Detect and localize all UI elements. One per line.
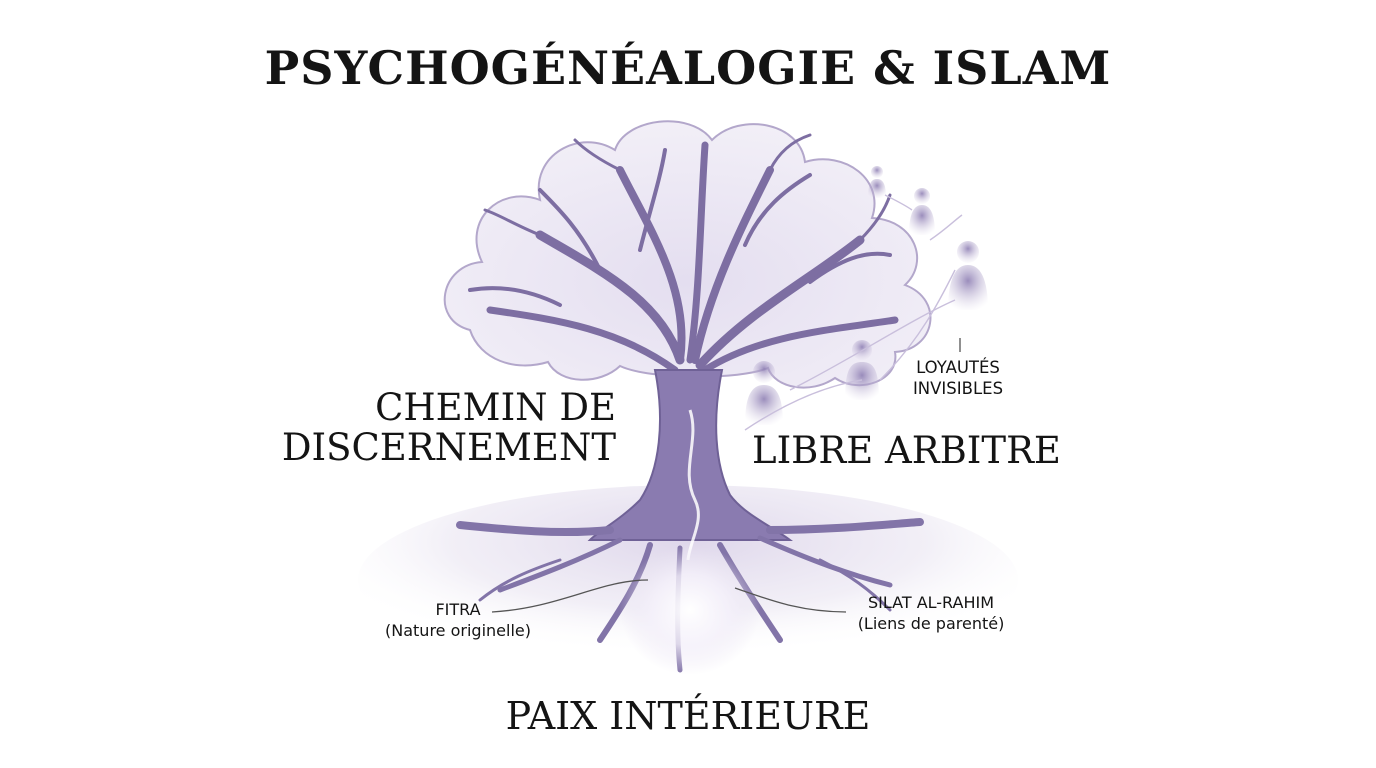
ancestor-figures	[745, 166, 988, 425]
silat-meaning: (Liens de parenté)	[857, 613, 1005, 633]
fitra-name: FITRA	[435, 600, 481, 619]
diagram-title: PSYCHOGÉNÉALOGIE & ISLAM	[264, 41, 1112, 95]
ancestor-figure-3	[948, 241, 988, 310]
loyautes-line-1: LOYAUTÉS	[916, 358, 1000, 377]
silat-al-rahim-label: SILAT AL-RAHIM (Liens de parenté)	[846, 593, 1016, 635]
silat-callout-line	[734, 587, 847, 613]
silat-name: SILAT AL-RAHIM	[867, 593, 995, 612]
lineage-threads	[744, 194, 963, 431]
libre-arbitre-label: LIBRE ARBITRE	[752, 429, 1061, 472]
trunk-light	[686, 409, 700, 561]
paix-interieure-label: PAIX INTÉRIEURE	[505, 694, 871, 738]
ancestor-figure-5	[868, 166, 886, 198]
ancestor-figure-4	[909, 188, 935, 235]
tree-branches	[468, 133, 899, 374]
loyautes-invisibles-label: LOYAUTÉS INVISIBLES	[888, 358, 1028, 399]
left-heading-line-2: DISCERNEMENT	[281, 425, 616, 469]
chemin-de-discernement-label: CHEMIN DE DISCERNEMENT	[282, 388, 616, 468]
fitra-callout-line	[491, 579, 649, 613]
left-heading-line-1: CHEMIN DE	[375, 386, 616, 429]
fitra-meaning: (Nature originelle)	[385, 620, 531, 640]
loyautes-line-2: INVISIBLES	[912, 378, 1004, 398]
ancestor-figure-1	[745, 361, 783, 425]
root-glow	[620, 545, 760, 675]
fitra-label: FITRA (Nature originelle)	[368, 600, 548, 642]
